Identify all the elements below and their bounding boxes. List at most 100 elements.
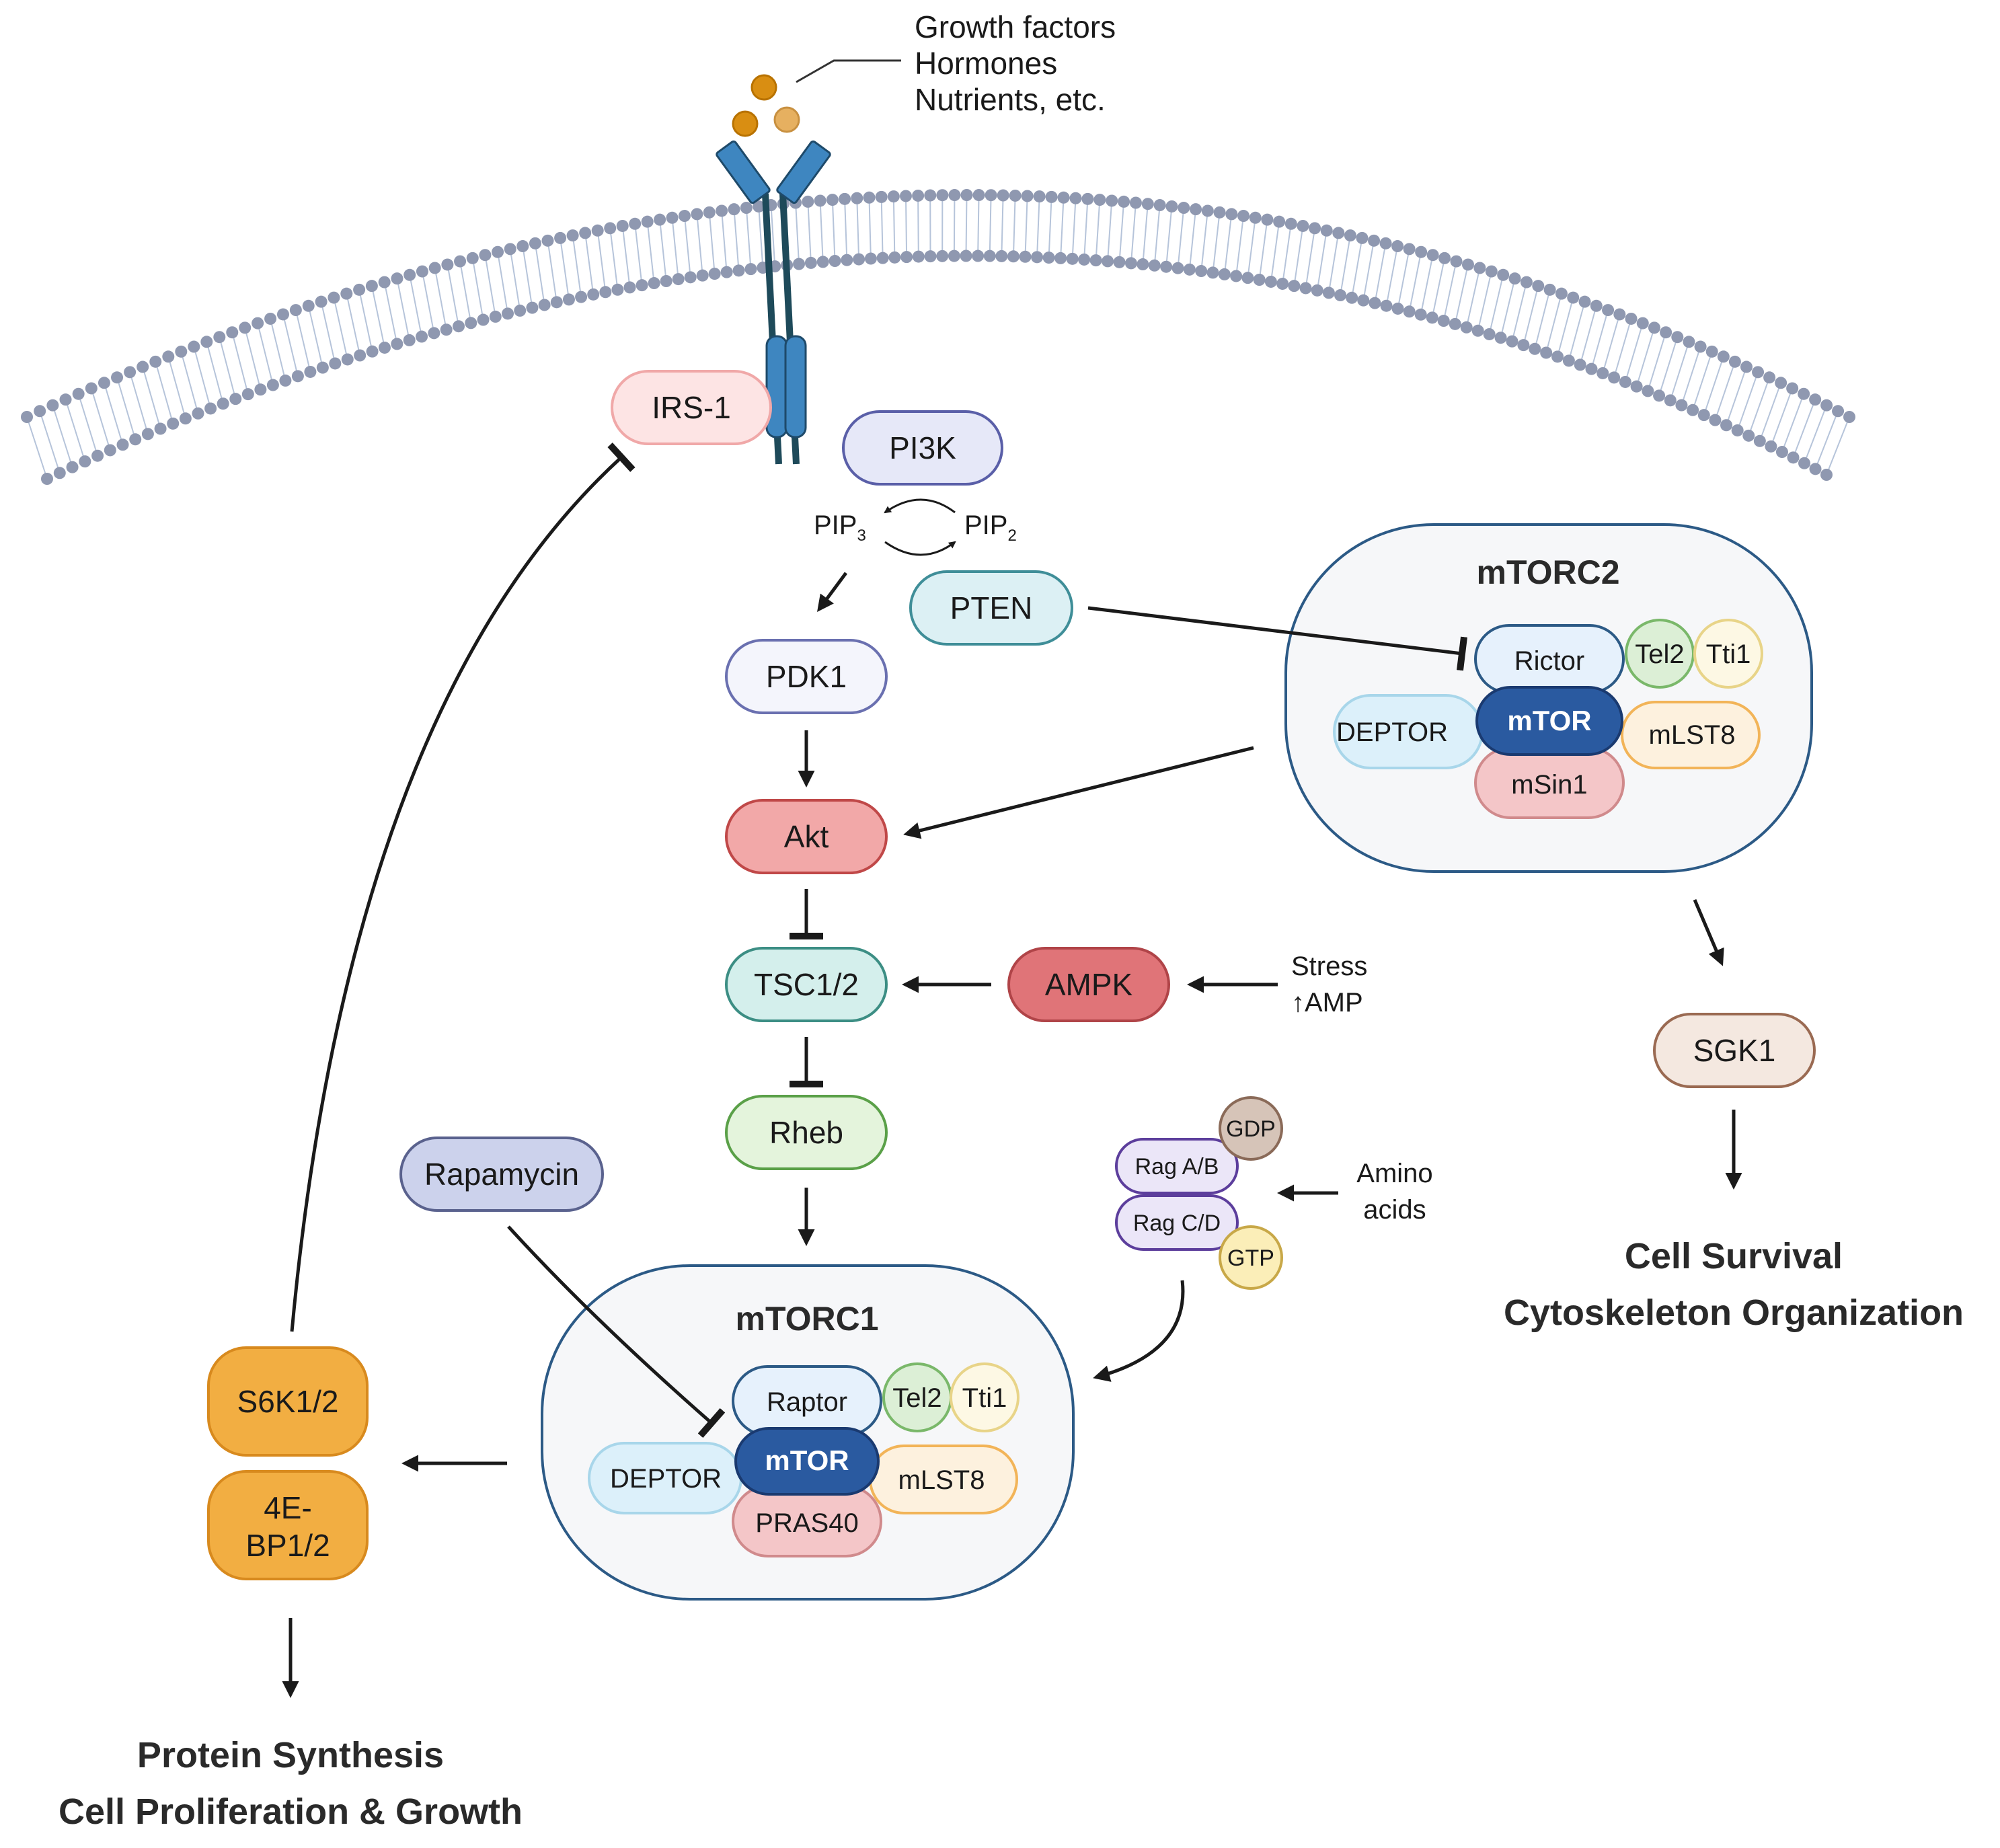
lipid-tail [1545, 293, 1562, 353]
lipid-head [732, 264, 745, 277]
lipid-head [995, 249, 1008, 262]
lipid-head [229, 393, 242, 406]
lipid-head [666, 211, 679, 224]
lipid-tail [65, 399, 86, 462]
4ebp-label-line2: BP1/2 [245, 1528, 330, 1563]
lipid-tail [1270, 221, 1280, 282]
lipid-tail [1247, 217, 1256, 278]
lipid-head [1763, 371, 1776, 384]
lipid-head [1334, 289, 1347, 302]
lipid-tail [917, 195, 919, 257]
lipid-head [1007, 250, 1020, 263]
outcome-left-line1: Protein Synthesis [137, 1735, 444, 1775]
ampk-label: AMPK [1045, 967, 1133, 1002]
lipid-tail [1397, 249, 1410, 309]
lipid-head [1508, 272, 1521, 285]
lipid-head [1141, 198, 1154, 210]
lipid-tail [206, 342, 224, 404]
lipid-head [1403, 243, 1416, 256]
lipid-head [516, 240, 529, 253]
lipid-tail [282, 314, 299, 377]
lipid-tail [745, 207, 752, 270]
lipid-tail [1036, 196, 1040, 258]
lipid-tail [1107, 200, 1113, 262]
pip2-text: PIP [964, 510, 1007, 540]
lipid-head [1078, 253, 1091, 266]
pdk1-label: PDK1 [766, 659, 847, 694]
stress-label: Stress [1291, 952, 1367, 981]
lipid-head [34, 405, 46, 418]
lipid-head [1567, 291, 1580, 304]
mtorc2-to-sgk1-arrow [1693, 899, 1724, 966]
lipid-tail [597, 230, 607, 293]
lipid-head [744, 263, 757, 276]
lipid-head [1613, 308, 1626, 321]
lipid-tail [1443, 261, 1457, 321]
lipid-tail [26, 416, 48, 479]
lipid-tail [819, 200, 824, 262]
pten-label: PTEN [950, 590, 1033, 625]
lipid-head [1787, 451, 1800, 464]
lipid-tail [522, 245, 533, 308]
lipid-tail [831, 200, 836, 262]
lipid-head [252, 317, 264, 330]
lipid-head [1449, 317, 1461, 330]
lipid-head [1322, 286, 1335, 299]
lipid-head [541, 234, 554, 247]
lipid-head [814, 194, 826, 207]
pip2-subscript: 2 [1007, 527, 1016, 545]
lipid-head [1717, 350, 1730, 363]
lipid-head [716, 204, 728, 217]
lipid-head [149, 355, 162, 368]
gtp-label: GTP [1227, 1245, 1274, 1271]
lipid-head [912, 250, 925, 263]
lipid-head [1106, 194, 1118, 207]
lipid-tail [459, 261, 472, 323]
lipid-head [1391, 302, 1404, 315]
lipid-head [502, 307, 514, 320]
mtorc1-raptor-label: Raptor [767, 1387, 847, 1417]
lipid-head [1697, 409, 1710, 422]
lipid-tail [1511, 282, 1527, 342]
akt-node: Akt [725, 799, 888, 874]
lipid-tail [1374, 243, 1387, 303]
lipid-tail [1431, 258, 1446, 318]
lipid-head [804, 256, 817, 269]
lipid-tail [671, 217, 679, 280]
s6k-label: S6K1/2 [237, 1384, 339, 1419]
sgk1-label: SGK1 [1693, 1033, 1776, 1068]
lipid-tail [244, 328, 262, 390]
lipid-head [1054, 252, 1067, 264]
rapamycin-label: Rapamycin [424, 1157, 579, 1192]
lipid-head [391, 338, 403, 350]
lipid-tail [1692, 351, 1713, 411]
lipid-tail [708, 212, 716, 274]
lipid-tail [1534, 289, 1551, 350]
lipid-head [1102, 255, 1114, 268]
lipid-head [1578, 295, 1591, 308]
lipid-head [1494, 332, 1507, 344]
lipid-head [141, 428, 154, 440]
lipid-tail [1759, 382, 1782, 442]
stimuli-leader-line [796, 59, 901, 83]
lipid-head [1809, 463, 1822, 475]
lipid-head [802, 195, 814, 208]
mtorc2-mtor-label: mTOR [1507, 705, 1591, 736]
lipid-head [1206, 266, 1219, 279]
mtorc1-mtor-label: mTOR [765, 1445, 849, 1476]
lipid-head [1218, 268, 1231, 280]
lipid-head [554, 231, 567, 244]
pip3-label: PIP3 [814, 510, 866, 545]
lipid-head [1798, 457, 1811, 469]
lipid-head [1460, 321, 1473, 334]
lipid-head [200, 336, 213, 348]
lipid-tail [646, 221, 655, 284]
lipid-tail [1305, 228, 1316, 288]
lipid-tail [880, 196, 884, 258]
lipid-head [1630, 380, 1643, 393]
lipid-head [329, 357, 342, 370]
lipid-tail [696, 214, 703, 276]
lipid-head [403, 268, 416, 281]
lipid-tail [484, 255, 496, 317]
lipid-head [1042, 252, 1055, 264]
